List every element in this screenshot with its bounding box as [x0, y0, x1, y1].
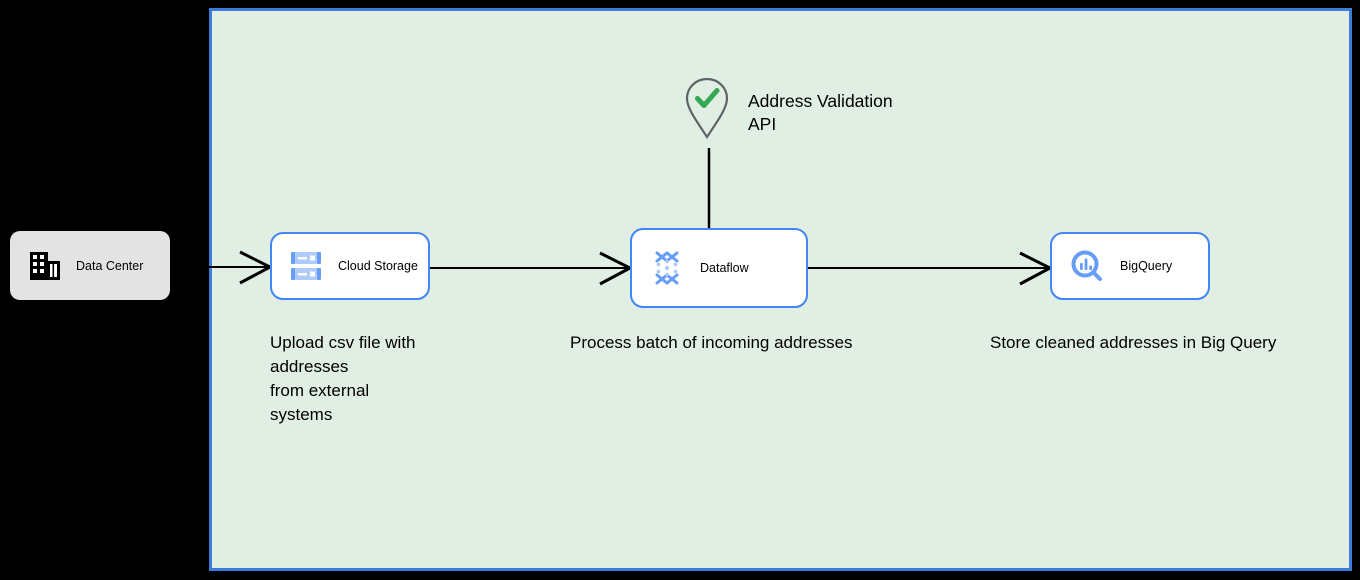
node-cloud-storage[interactable]: Cloud Storage — [270, 232, 430, 300]
map-pin-check-icon — [685, 77, 729, 140]
cloud-storage-icon — [291, 252, 321, 280]
node-data-center[interactable]: Data Center — [10, 231, 170, 300]
node-label-dataflow: Dataflow — [700, 261, 749, 275]
node-label-address-validation-api: Address Validation API — [748, 91, 893, 134]
node-bigquery[interactable]: BigQuery — [1050, 232, 1210, 300]
caption-process-batch: Process batch of incoming addresses — [570, 333, 853, 352]
node-dataflow[interactable]: Dataflow — [630, 228, 808, 308]
node-label-data-center: Data Center — [76, 258, 144, 273]
node-label-bigquery: BigQuery — [1120, 259, 1173, 273]
bigquery-icon — [1071, 250, 1102, 281]
node-address-validation-api[interactable]: Address Validation API — [684, 76, 893, 140]
data-center-icon — [30, 251, 60, 280]
dataflow-icon — [655, 251, 679, 285]
caption-store-cleaned: Store cleaned addresses in Big Query — [990, 333, 1277, 352]
caption-upload-csv: Upload csv file with addresses from exte… — [270, 333, 416, 424]
node-label-cloud-storage: Cloud Storage — [338, 259, 418, 273]
